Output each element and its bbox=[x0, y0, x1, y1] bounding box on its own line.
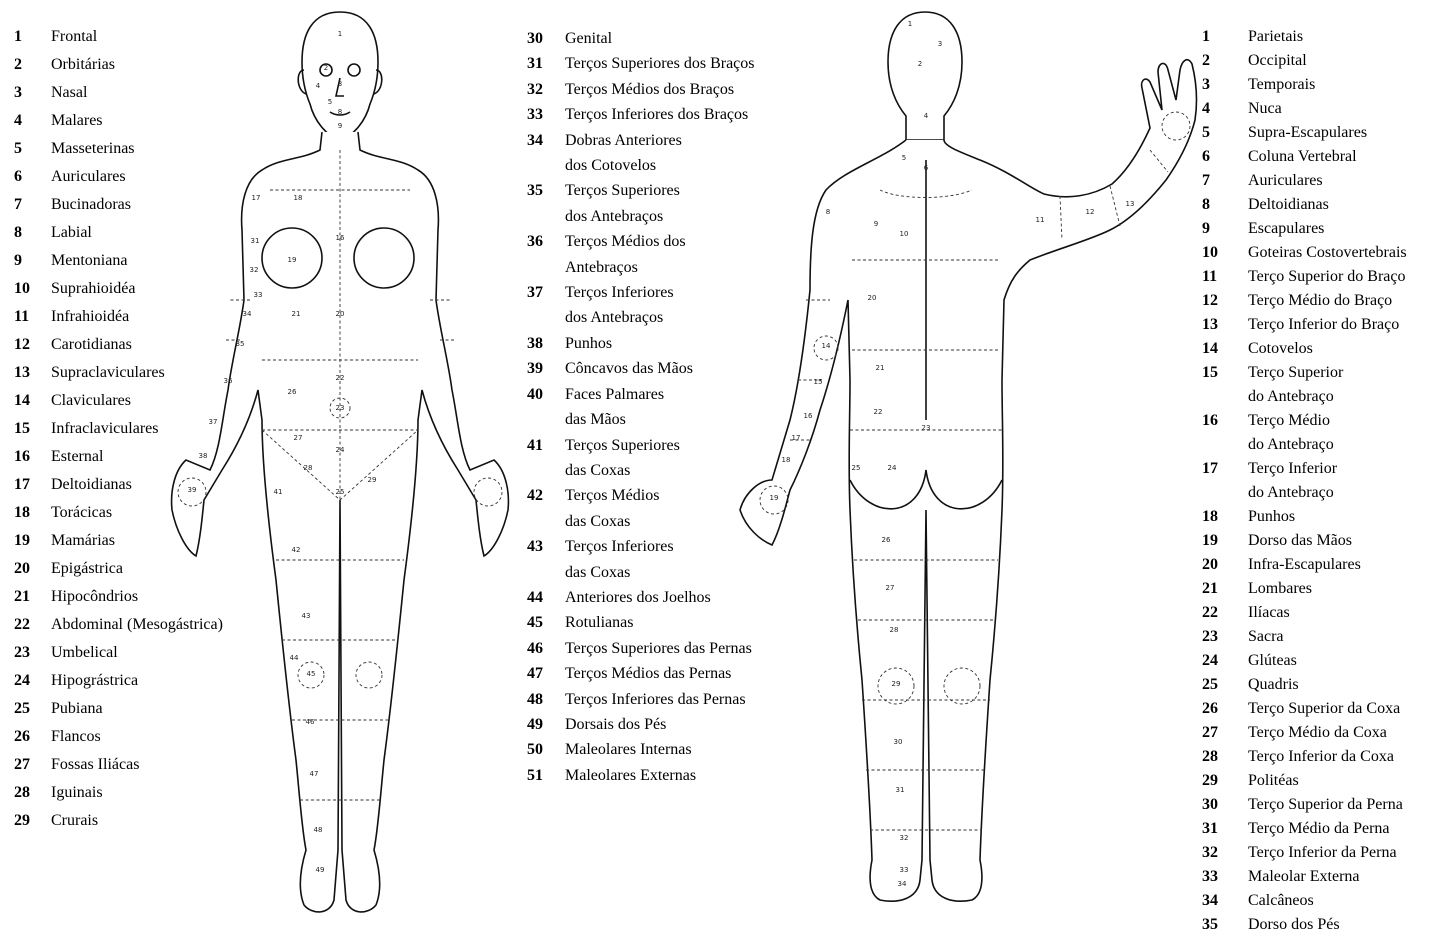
back-zone-label: 4 bbox=[924, 112, 929, 120]
back-zone-label: 27 bbox=[886, 584, 895, 592]
back-zone-label: 6 bbox=[924, 164, 929, 172]
back-zone-label: 10 bbox=[900, 230, 909, 238]
back-zone-label: 22 bbox=[874, 408, 883, 416]
back-zone-label: 19 bbox=[770, 494, 779, 502]
back-body-outline bbox=[740, 12, 1196, 901]
back-zone-label: 9 bbox=[874, 220, 878, 228]
back-zone-label: 28 bbox=[890, 626, 899, 634]
back-zone-label: 34 bbox=[898, 880, 907, 888]
back-zone-label: 1 bbox=[908, 20, 912, 28]
back-zone-label: 31 bbox=[896, 786, 905, 794]
back-zone-label: 30 bbox=[894, 738, 903, 746]
back-zone-label: 5 bbox=[902, 154, 906, 162]
back-zone-label: 25 bbox=[852, 464, 861, 472]
back-zone-label: 14 bbox=[822, 342, 831, 350]
back-zone-label: 21 bbox=[876, 364, 885, 372]
back-zone-label: 11 bbox=[1036, 216, 1045, 224]
back-zone-label: 3 bbox=[938, 40, 942, 48]
back-zone-label: 15 bbox=[814, 378, 823, 386]
back-zone-label: 12 bbox=[1086, 208, 1095, 216]
back-zone-label: 2 bbox=[918, 60, 922, 68]
back-zone-label: 16 bbox=[804, 412, 813, 420]
back-zone-label: 24 bbox=[888, 464, 897, 472]
back-zone-label: 18 bbox=[782, 456, 791, 464]
back-zone-label: 29 bbox=[892, 680, 901, 688]
back-zone-label: 20 bbox=[868, 294, 877, 302]
back-zone-label: 13 bbox=[1126, 200, 1135, 208]
back-zone-label: 26 bbox=[882, 536, 891, 544]
back-zone-label: 17 bbox=[792, 434, 801, 442]
back-zone-label: 23 bbox=[922, 424, 931, 432]
back-zone-label: 32 bbox=[900, 834, 909, 842]
back-zone-label: 33 bbox=[900, 866, 909, 874]
back-zone-label: 8 bbox=[826, 208, 830, 216]
